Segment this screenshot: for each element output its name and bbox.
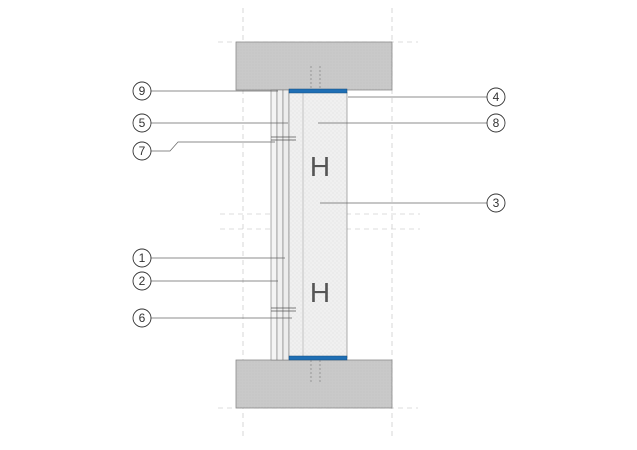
callout-6: 6 — [132, 308, 152, 328]
callout-4: 4 — [486, 87, 506, 107]
callout-5-label: 5 — [139, 116, 146, 130]
callout-3: 3 — [486, 193, 506, 213]
insulation-core — [288, 91, 348, 359]
tracks — [288, 88, 348, 361]
screws — [271, 136, 296, 312]
callout-8: 8 — [486, 113, 506, 133]
stud-label-upper: H — [310, 151, 330, 182]
callout-9: 9 — [132, 81, 152, 101]
callout-1: 1 — [132, 248, 152, 268]
callout-6-label: 6 — [139, 311, 146, 325]
callout-7-label: 7 — [139, 144, 146, 158]
leader-lines — [151, 90, 487, 319]
callout-2-label: 2 — [139, 274, 146, 288]
callout-3-label: 3 — [493, 196, 500, 210]
callout-8-label: 8 — [493, 116, 500, 130]
callout-5: 5 — [132, 113, 152, 133]
callout-1-label: 1 — [139, 251, 146, 265]
stud-marks: H H — [310, 151, 330, 308]
callout-4-label: 4 — [493, 90, 500, 104]
stud-label-lower: H — [310, 277, 330, 308]
callout-9-label: 9 — [139, 84, 146, 98]
bottom-slab — [235, 359, 393, 409]
callout-7: 7 — [132, 141, 152, 161]
top-slab — [235, 41, 393, 91]
callout-2: 2 — [132, 271, 152, 291]
board-layers — [270, 89, 290, 361]
